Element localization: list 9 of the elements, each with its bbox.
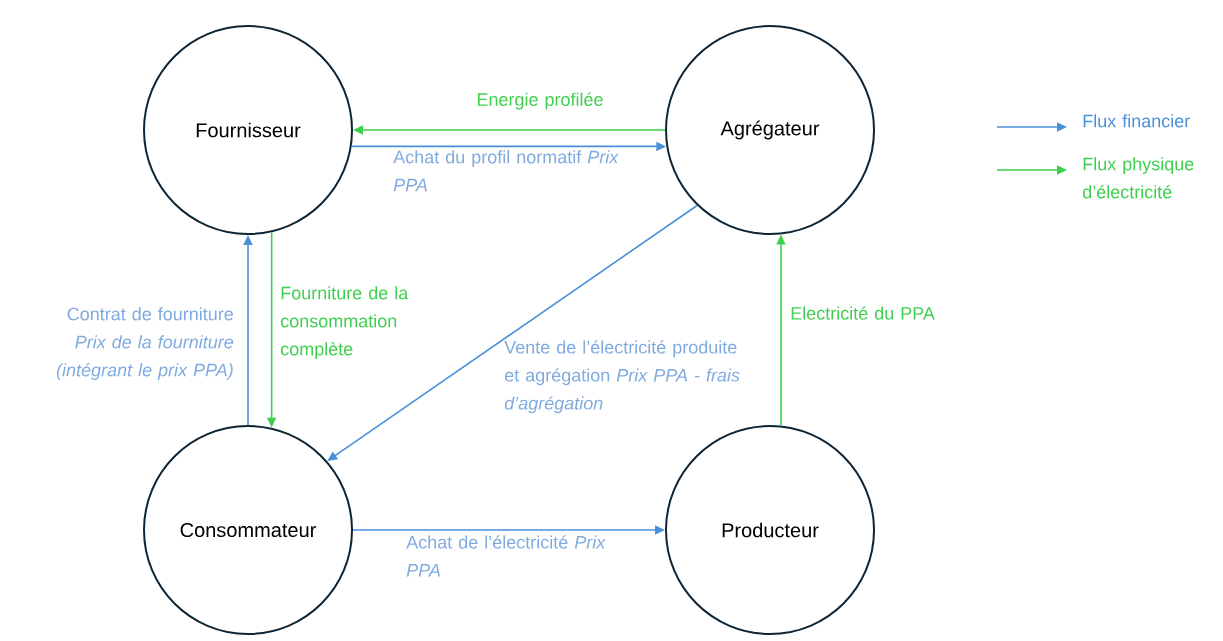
- edge-label: Fourniture de la consommation complète: [281, 286, 409, 359]
- edge-label: Contrat de fourniture Prix de la fourniture (intégrant le prix PPA): [56, 307, 234, 380]
- legend-label: Flux financier: [1083, 114, 1190, 128]
- edge-label: Achat de l’électricité Prix PPA: [406, 535, 606, 577]
- edge-label: Energie profilée: [477, 92, 603, 110]
- legend-label: Flux physique d’électricité: [1082, 157, 1194, 199]
- edge-label: Vente de l’électricité produite et agrégation Prix PPA - frais d’agrégation: [504, 340, 740, 414]
- edge-label: Electricité du PPA: [791, 306, 935, 320]
- edge-label: Achat du profil normatif Prix PPA: [393, 150, 619, 192]
